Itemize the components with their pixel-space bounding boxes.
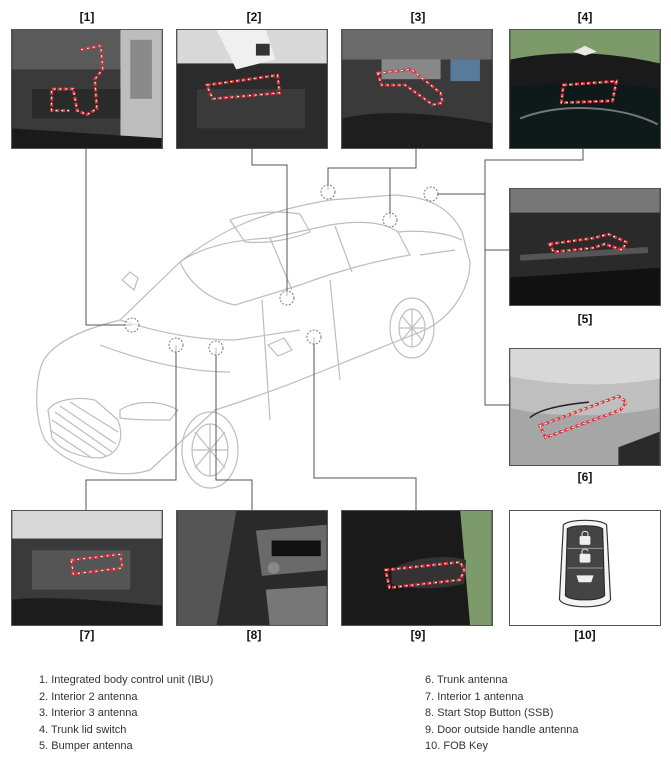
legend-item: 6. Trunk antenna (425, 674, 508, 686)
photo-interior-3-antenna (341, 29, 493, 149)
car-outline (36, 194, 471, 489)
photo-start-stop-button (176, 510, 328, 626)
legend-item: 5. Bumper antenna (39, 740, 133, 753)
legend-item: 8. Start Stop Button (SSB) (425, 707, 554, 720)
label-7: [7] (79, 628, 95, 642)
photo-interior-2-antenna (176, 29, 328, 149)
legend-right: 6. Trunk antenna 7. Interior 1 antenna 8… (425, 672, 579, 755)
photo-interior-1-antenna (11, 510, 163, 626)
label-9: [9] (410, 628, 426, 642)
label-2: [2] (246, 10, 262, 24)
label-1: [1] (79, 10, 95, 24)
lock-icon (579, 536, 591, 545)
legend-left: 1. Integrated body control unit (IBU) 2.… (39, 672, 213, 755)
marker-3b (382, 212, 398, 228)
legend-item: 10. FOB Key (425, 740, 488, 753)
marker-1 (124, 317, 140, 333)
unlock-icon (579, 553, 591, 563)
photo-ibu (11, 29, 163, 149)
marker-2 (279, 290, 295, 306)
photo-door-handle-antenna (341, 510, 493, 626)
legend-item: 4. Trunk lid switch (39, 723, 127, 736)
legend-item: 1. Integrated body control unit (IBU) (39, 674, 214, 686)
photo-trunk-antenna (509, 348, 661, 466)
vehicle-diagram (36, 148, 584, 510)
label-4: [4] (577, 10, 593, 24)
marker-9 (306, 329, 322, 345)
photo-trunk-lid-switch (509, 29, 661, 149)
legend-item: 9. Door outside handle antenna (425, 723, 579, 736)
legend-item: 7. Interior 1 antenna (425, 690, 524, 703)
marker-7 (168, 337, 184, 353)
marker-4 (423, 186, 439, 202)
label-3: [3] (410, 10, 426, 24)
label-10: [10] (574, 628, 596, 642)
photo-fob-key (509, 510, 661, 626)
location-markers (124, 184, 439, 356)
trunk-icon (576, 575, 594, 583)
legend-item: 3. Interior 3 antenna (39, 707, 138, 720)
label-8: [8] (246, 628, 262, 642)
leader-lines (85, 148, 584, 510)
label-6: [6] (577, 470, 593, 484)
marker-3a (320, 184, 336, 200)
photo-bumper-antenna (509, 188, 661, 306)
marker-8 (208, 340, 224, 356)
legend-item: 2. Interior 2 antenna (39, 690, 138, 703)
label-5: [5] (577, 312, 593, 326)
